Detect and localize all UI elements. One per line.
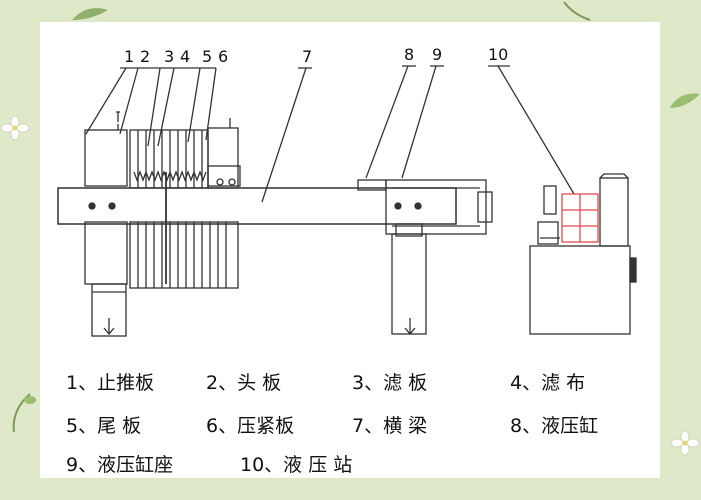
legend-item-4: 4、滤 布 <box>510 372 586 394</box>
leaf-icon <box>670 93 700 108</box>
leaf-icon <box>12 393 36 433</box>
left-support-leg <box>91 283 127 337</box>
legend-item-2: 2、头 板 <box>206 372 282 394</box>
flower-icon <box>670 430 700 456</box>
hydraulic-cylinder-seat <box>391 223 427 336</box>
legend-item-3: 3、滤 板 <box>352 372 428 394</box>
callout-1: 1 <box>124 47 134 66</box>
callout-9: 9 <box>432 45 442 64</box>
legend-item-8: 8、液压缸 <box>510 415 599 437</box>
hydraulic-station <box>529 173 637 335</box>
filter-press-diagram: 1 2 3 4 5 6 7 8 9 10 <box>57 45 637 337</box>
filter-plate-stack <box>129 129 239 289</box>
flower-icon <box>0 115 30 141</box>
legend-item-9: 9、液压缸座 <box>66 454 174 476</box>
callout-5: 5 <box>202 47 212 66</box>
callout-leaders <box>85 65 575 203</box>
callout-7: 7 <box>302 47 312 66</box>
callout-10: 10 <box>488 45 508 64</box>
leaf-icon <box>72 8 108 20</box>
callout-3: 3 <box>164 47 174 66</box>
hydraulic-cylinder <box>357 179 493 235</box>
legend-item-7: 7、横 梁 <box>352 415 428 437</box>
callout-4: 4 <box>180 47 190 66</box>
callout-2: 2 <box>140 47 150 66</box>
legend-item-5: 5、尾 板 <box>66 415 142 437</box>
legend-item-10: 10、液 压 站 <box>240 454 353 476</box>
callout-8: 8 <box>404 45 414 64</box>
leaf-icon <box>563 1 591 21</box>
legend-item-6: 6、压紧板 <box>206 415 295 437</box>
callout-6: 6 <box>218 47 228 66</box>
beam <box>57 187 457 225</box>
thrust-plate <box>84 111 128 285</box>
pressing-plate <box>207 118 241 189</box>
legend-item-1: 1、止推板 <box>66 372 155 394</box>
diagram-card: 1 2 3 4 5 6 7 8 9 10 1、止推板 2、头 板 3、滤 板 4… <box>40 22 660 478</box>
